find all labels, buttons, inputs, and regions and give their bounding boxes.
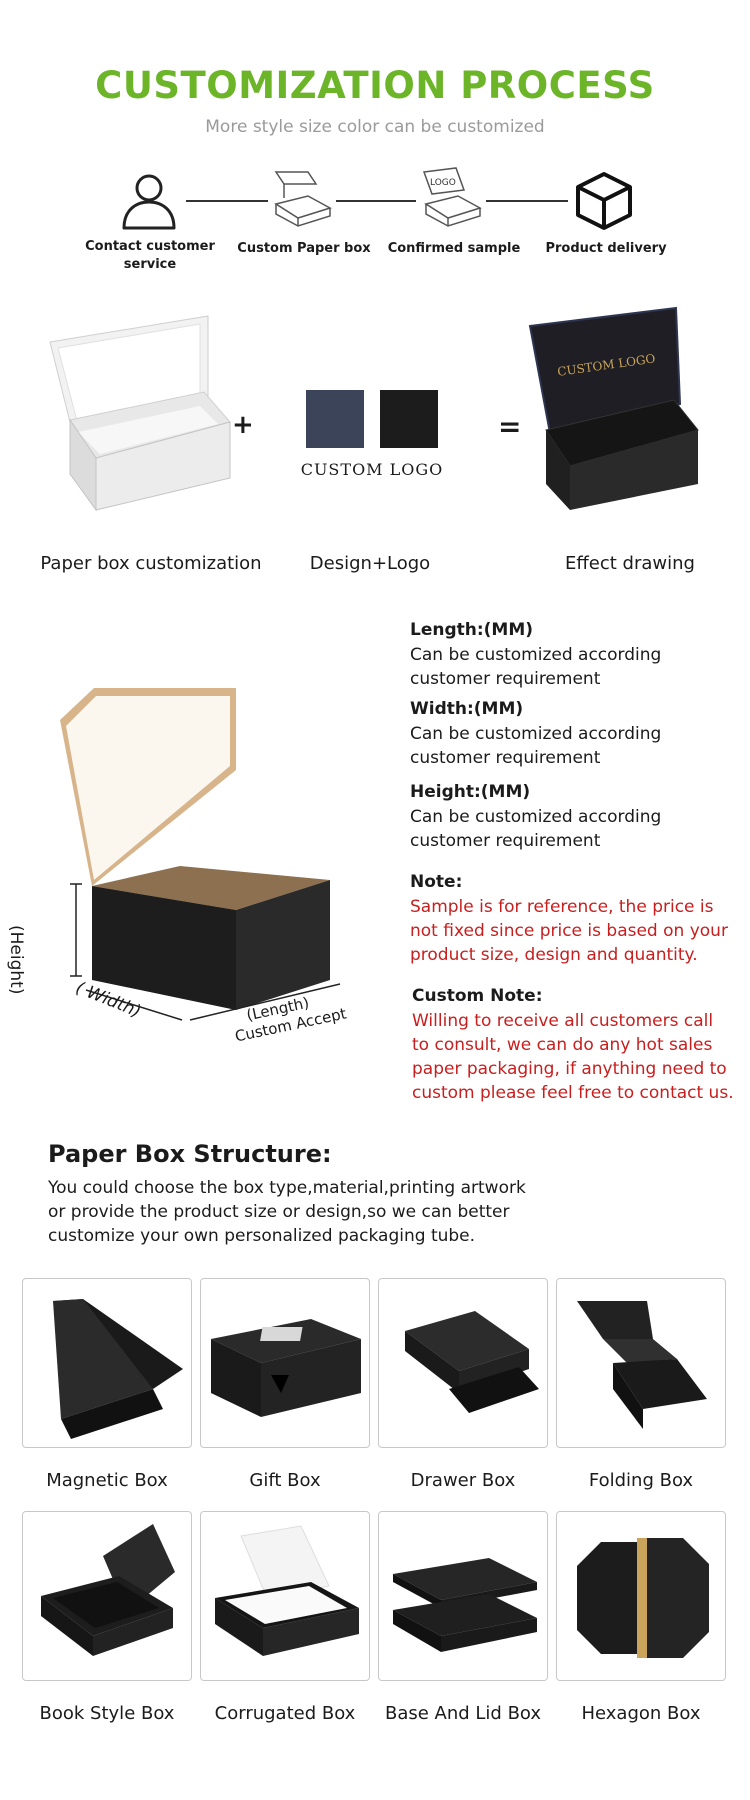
box-card-hexagon[interactable]	[556, 1511, 726, 1681]
process-connector	[336, 200, 416, 202]
process-step-label: Contact customer service	[85, 239, 215, 272]
corrugated-box-image	[215, 1525, 359, 1656]
gift-box-image	[211, 1319, 361, 1417]
person-icon	[122, 174, 176, 230]
box-card-gift[interactable]	[200, 1278, 370, 1448]
folding-box-image	[577, 1301, 707, 1429]
box-label-corrugated: Corrugated Box	[214, 1703, 356, 1724]
spec-title-height: Height:(MM)	[410, 782, 531, 802]
structure-title: Paper Box Structure:	[48, 1140, 332, 1168]
combo-label-middle: Design+Logo	[309, 553, 431, 574]
box-card-book-style[interactable]	[22, 1511, 192, 1681]
drawer-box-image	[405, 1311, 539, 1413]
black-swatch	[380, 390, 438, 448]
open-box-icon	[274, 171, 332, 227]
logo-box-icon: LOGO	[422, 167, 482, 227]
page-title: CUSTOMIZATION PROCESS	[95, 64, 655, 107]
plus-sign: +	[232, 410, 254, 440]
box-label-hexagon: Hexagon Box	[581, 1703, 701, 1724]
box-card-magnetic[interactable]	[22, 1278, 192, 1448]
height-label: (Height)	[6, 925, 26, 995]
equals-sign: =	[498, 410, 522, 443]
box-label-base-lid: Base And Lid Box	[384, 1703, 542, 1724]
box-label-magnetic: Magnetic Box	[46, 1470, 168, 1491]
swatch-logo-text: CUSTOM LOGO	[300, 460, 444, 479]
page-subtitle: More style size color can be customized	[205, 117, 545, 137]
box-label-book-style: Book Style Box	[39, 1703, 175, 1724]
box-card-folding[interactable]	[556, 1278, 726, 1448]
box-card-base-lid[interactable]	[378, 1511, 548, 1681]
spec-title-length: Length:(MM)	[410, 620, 534, 640]
dimension-box-image	[60, 688, 341, 1021]
process-step-label: Custom Paper box	[237, 241, 371, 256]
box-card-drawer[interactable]	[378, 1278, 548, 1448]
book-style-box-image	[41, 1524, 175, 1656]
svg-text:LOGO: LOGO	[430, 178, 456, 188]
base-lid-box-image	[393, 1558, 537, 1652]
spec-title-width: Width:(MM)	[410, 699, 524, 719]
white-box-image	[49, 315, 231, 512]
box-card-corrugated[interactable]	[200, 1511, 370, 1681]
custom-note-title: Custom Note:	[412, 986, 543, 1006]
note-title: Note:	[410, 872, 463, 892]
box-label-drawer: Drawer Box	[410, 1470, 516, 1491]
navy-swatch	[306, 390, 364, 448]
magnetic-box-image	[53, 1299, 183, 1439]
box-label-folding: Folding Box	[588, 1470, 694, 1491]
structure-text: You could choose the box type,material,p…	[48, 1178, 526, 1246]
effect-box-image: CUSTOM LOGO	[528, 306, 699, 510]
hexagon-box-image	[577, 1538, 709, 1658]
cube-icon	[576, 172, 632, 230]
box-label-gift: Gift Box	[249, 1470, 321, 1491]
process-connector	[186, 200, 268, 202]
combo-label-left: Paper box customization	[40, 553, 262, 574]
process-step-label: Product delivery	[545, 241, 667, 256]
process-step-label: Confirmed sample	[387, 241, 521, 256]
combo-label-right: Effect drawing	[565, 553, 695, 574]
process-connector	[486, 200, 568, 202]
